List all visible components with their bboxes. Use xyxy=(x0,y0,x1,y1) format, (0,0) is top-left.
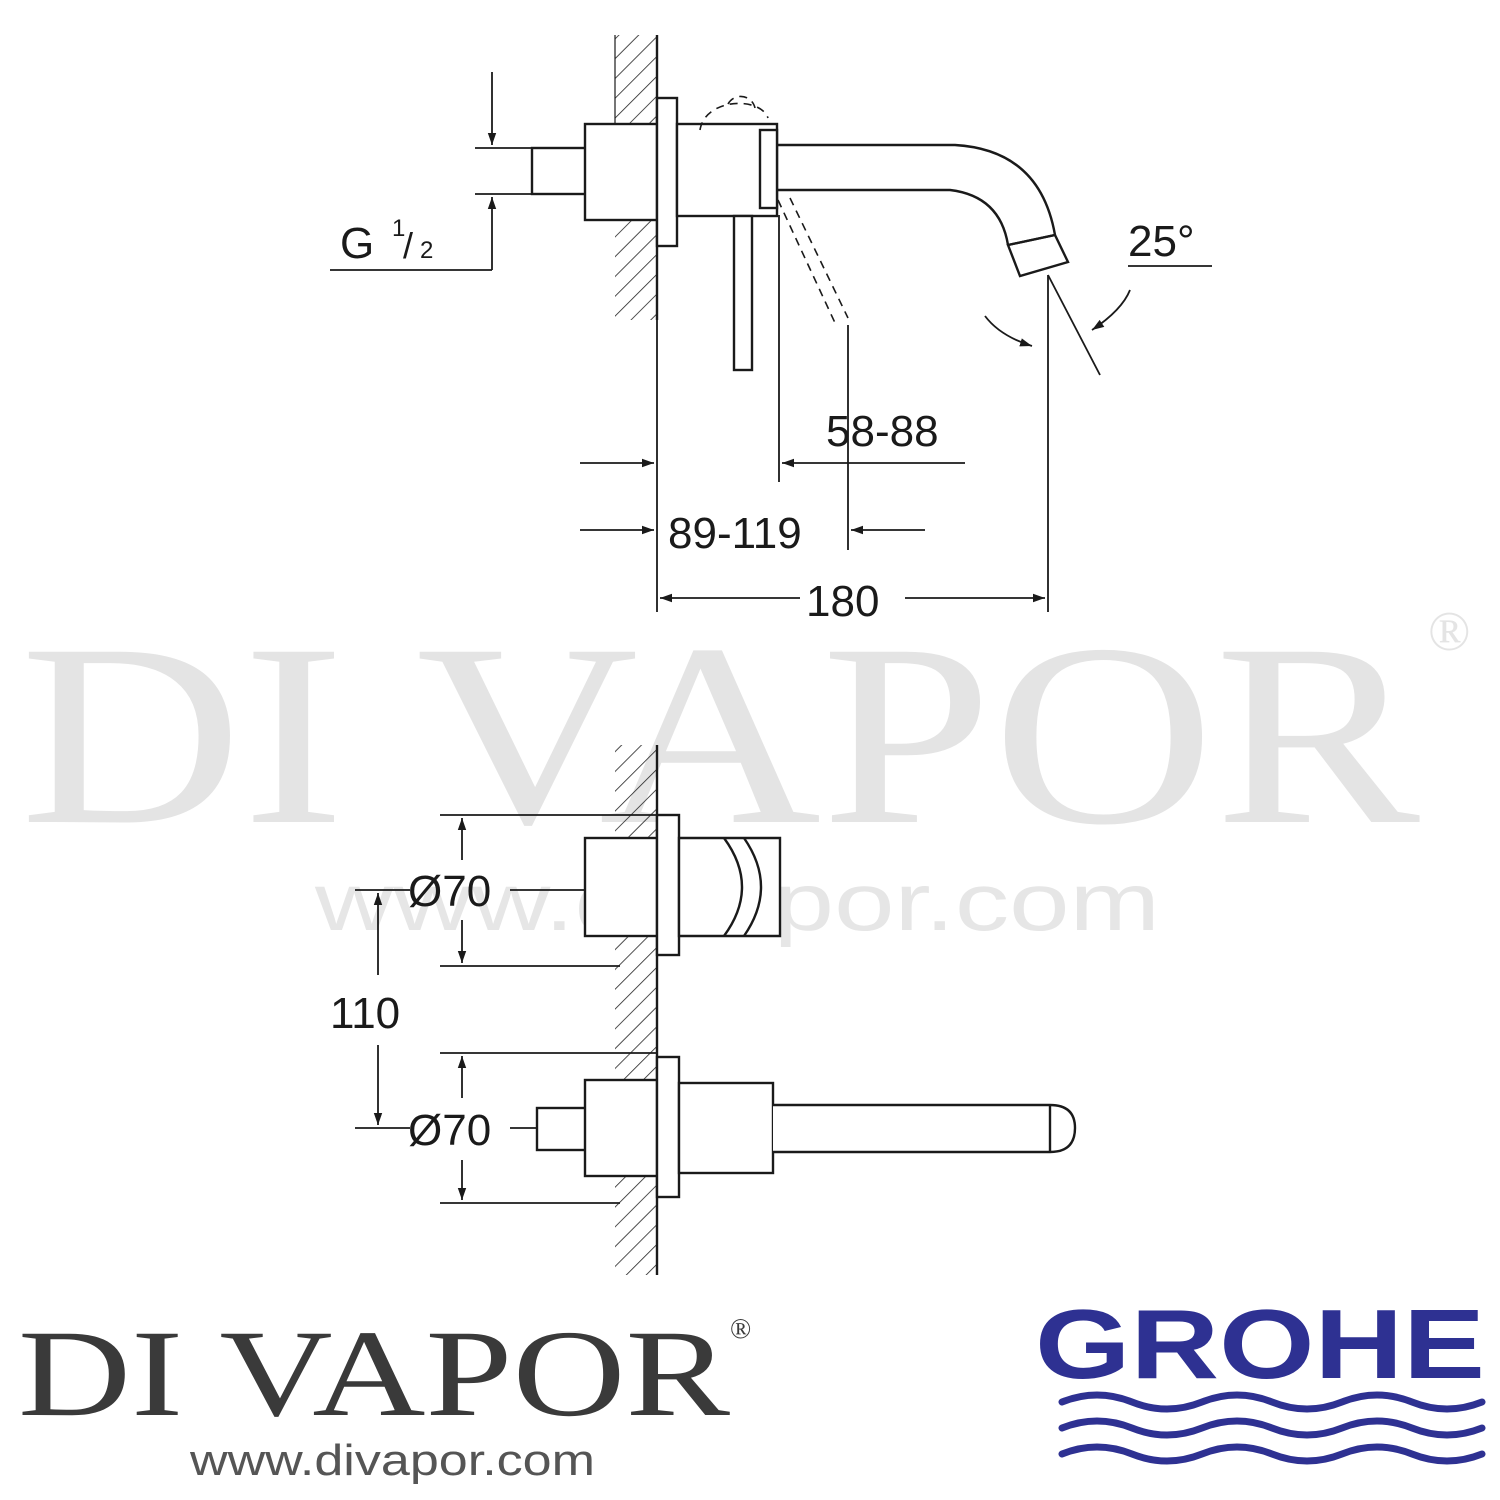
thread-fraction-denominator: 2 xyxy=(420,237,433,264)
range-89-119-label: 89-119 xyxy=(668,509,802,558)
lever-handle xyxy=(732,214,754,372)
diameter-bottom-label: Ø70 xyxy=(408,1106,491,1155)
divapor-url: www.divapor.com xyxy=(189,1436,595,1485)
spout-front-view xyxy=(773,1103,1077,1154)
watermark-registered-mark: ® xyxy=(1428,601,1471,663)
side-view xyxy=(530,35,1070,372)
divapor-registered-mark: ® xyxy=(730,1314,751,1345)
grohe-waves-icon xyxy=(1058,1391,1486,1465)
divapor-logo: DI VAPOR xyxy=(18,1305,730,1442)
lower-inlet xyxy=(535,1106,589,1152)
footer: DI VAPOR ® www.divapor.com GROHE xyxy=(18,1289,1486,1485)
spout xyxy=(777,143,1057,246)
side-view-dimensions xyxy=(330,72,1212,612)
upper-body-block xyxy=(583,836,659,938)
lower-body-block xyxy=(583,1078,659,1178)
angle-label: 25° xyxy=(1128,217,1195,266)
diameter-top-label: Ø70 xyxy=(408,867,491,916)
mixer-body xyxy=(583,122,659,222)
front-view-dimensions xyxy=(355,814,657,1204)
front-view xyxy=(535,745,1077,1275)
thread-fraction-slash: / xyxy=(403,225,413,266)
spout-tip xyxy=(1006,233,1070,278)
side-view-labels: G 1 / 2 25° 58-88 89-119 180 xyxy=(340,215,1195,626)
range-58-88-label: 58-88 xyxy=(826,407,939,456)
thread-label: G xyxy=(340,219,374,268)
upper-cover-plate xyxy=(655,813,681,957)
front-view-labels: Ø70 110 Ø70 xyxy=(330,867,491,1155)
watermark-text: DI VAPOR xyxy=(20,591,1421,879)
grohe-logo: GROHE xyxy=(1035,1289,1485,1399)
cover-plate xyxy=(655,96,679,248)
lever-dashed-position xyxy=(699,102,769,131)
spacing-110-label: 110 xyxy=(330,989,400,1038)
lower-cover-plate xyxy=(655,1055,681,1199)
wall-hatch-bottom xyxy=(615,745,657,1275)
lower-valve-body xyxy=(677,1081,775,1175)
watermark: DI VAPOR ® www.divapor.com xyxy=(20,591,1471,948)
thread-fraction-numerator: 1 xyxy=(392,215,405,242)
inlet-connector xyxy=(530,146,589,196)
upper-handle xyxy=(677,836,782,938)
length-180-label: 180 xyxy=(806,577,879,626)
